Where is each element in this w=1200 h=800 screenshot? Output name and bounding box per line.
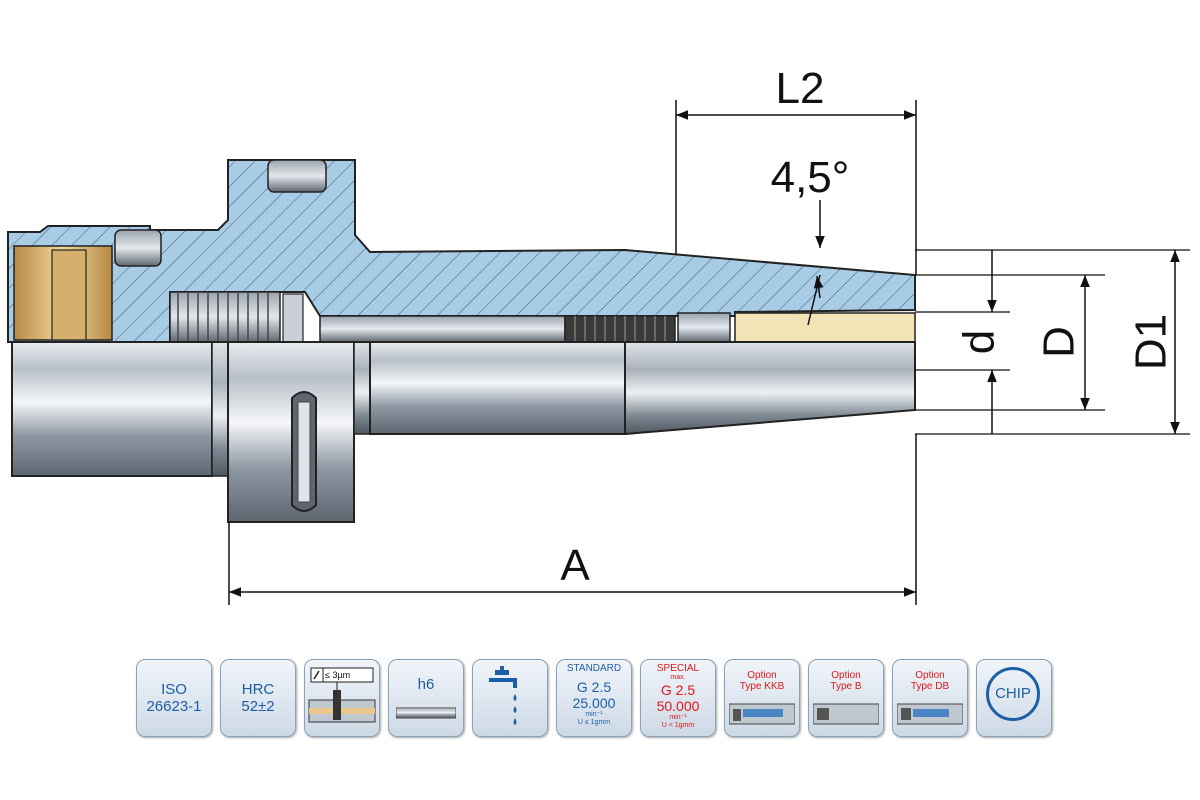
badge-h6-label: h6: [417, 676, 435, 693]
label-D1: D1: [1126, 314, 1175, 370]
badge-standard-title: STANDARD: [566, 663, 622, 674]
label-angle: 4,5°: [771, 153, 850, 202]
shaft-icon: [396, 707, 456, 719]
flange-left: [11, 341, 213, 477]
chip-circle-icon: CHIP: [986, 667, 1040, 721]
collet-slot: [51, 249, 87, 341]
badge-kkb-line2: Type KKB: [739, 681, 785, 692]
bore-rod: [319, 315, 566, 343]
option-db-icon: [897, 703, 963, 725]
badge-coolant: [472, 659, 548, 737]
badge-special-note: U < 1gmm: [661, 722, 695, 729]
badge-chip-label: CHIP: [995, 685, 1031, 702]
tool-holder-drawing: L2 4,5° d D D1 A: [7, 64, 1190, 605]
badge-special-grade: G 2.5: [660, 682, 696, 698]
badge-special-title: SPECIAL: [656, 663, 700, 674]
badge-hrc-line2: 52±2: [241, 698, 275, 715]
label-d: d: [954, 330, 1003, 354]
badge-chip: CHIP: [976, 659, 1052, 737]
badge-standard: STANDARD G 2.5 25.000 min⁻¹ U ≤ 1gmm: [556, 659, 632, 737]
taper-shank: [369, 341, 626, 435]
threaded-screw: [169, 291, 281, 343]
top-key: [267, 159, 327, 193]
badge-special-unit: min⁻¹: [669, 714, 687, 721]
dim-l2: [675, 100, 917, 275]
badge-hrc: HRC 52±2: [220, 659, 296, 737]
badge-special-speed: 50.000: [656, 698, 700, 714]
badge-special: SPECIAL max. G 2.5 50.000 min⁻¹ U < 1gmm: [640, 659, 716, 737]
badge-b-line2: Type B: [830, 681, 862, 692]
badge-iso: ISO 26623-1: [136, 659, 212, 737]
bore-plug: [677, 312, 731, 343]
badge-iso-line2: 26623-1: [146, 698, 202, 715]
badge-db-line1: Option: [915, 670, 945, 681]
badge-option-db: Option Type DB: [892, 659, 968, 737]
dim-A: [228, 434, 917, 605]
badge-runout: ≤ 3µm: [304, 659, 380, 737]
feature-badges: ISO 26623-1 HRC 52±2 ≤ 3µm h6: [136, 659, 1066, 739]
badge-hrc-line1: HRC: [241, 681, 275, 698]
badge-standard-grade: G 2.5: [576, 679, 612, 695]
collet-key: [114, 229, 162, 267]
option-b-icon: [813, 703, 879, 725]
taper-nose: [624, 341, 916, 436]
badge-db-line2: Type DB: [910, 681, 950, 692]
bore-thread: [564, 315, 676, 343]
bore-insert: [734, 312, 916, 343]
coolant-tap-icon: [489, 666, 517, 725]
badge-h6: h6: [388, 659, 464, 737]
runout-icon: [308, 667, 376, 723]
badge-standard-unit: min⁻¹: [585, 711, 603, 718]
badge-b-line1: Option: [831, 670, 861, 681]
label-A: A: [560, 541, 590, 590]
badge-option-kkb: Option Type KKB: [724, 659, 800, 737]
dim-angle: [807, 200, 825, 326]
option-kkb-icon: [729, 703, 795, 725]
badge-kkb-line1: Option: [747, 670, 777, 681]
label-l2: L2: [776, 64, 825, 113]
badge-option-b: Option Type B: [808, 659, 884, 737]
badge-standard-note: U ≤ 1gmm: [577, 719, 611, 726]
badge-iso-line1: ISO: [161, 681, 187, 698]
badge-standard-speed: 25.000: [572, 695, 616, 711]
thread-lines: [177, 292, 269, 342]
badge-special-max: max.: [670, 674, 686, 681]
label-D: D: [1034, 326, 1083, 358]
badge-runout-label: ≤ 3µm: [325, 670, 351, 680]
